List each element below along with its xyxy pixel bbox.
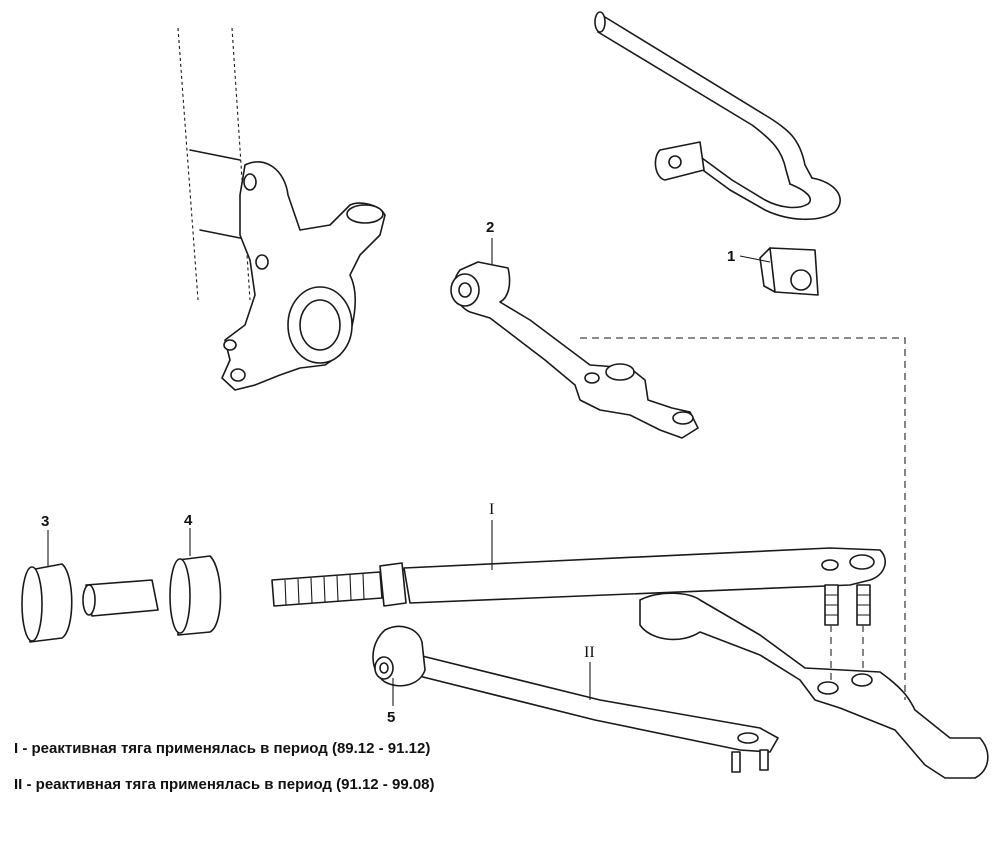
callout-5: 5 xyxy=(387,709,396,726)
strut-drawing xyxy=(177,27,251,301)
callout-3: 3 xyxy=(41,513,50,530)
callout-leaders xyxy=(47,238,771,706)
callout-II: II xyxy=(584,644,595,661)
lower-arm-2-drawing xyxy=(450,261,699,439)
caption-line-2: II - реактивная тяга применялась в перио… xyxy=(14,776,435,793)
stabilizer-bar-drawing xyxy=(594,11,841,221)
strut-rod-I-drawing xyxy=(271,547,886,626)
strut-rod-II-drawing xyxy=(372,625,779,773)
caption-line-1: I - реактивная тяга применялась в период… xyxy=(14,740,431,757)
callout-2: 2 xyxy=(486,219,495,236)
callout-4: 4 xyxy=(184,512,193,529)
lower-control-arm-drawing xyxy=(639,592,989,779)
rod-bushings-drawing xyxy=(21,555,222,643)
callout-1: 1 xyxy=(727,248,736,265)
callout-I: I xyxy=(489,501,495,518)
assembly-dashed-lines xyxy=(580,337,906,700)
steering-knuckle-drawing xyxy=(221,161,386,391)
stabilizer-bushing-1-drawing xyxy=(759,247,819,296)
